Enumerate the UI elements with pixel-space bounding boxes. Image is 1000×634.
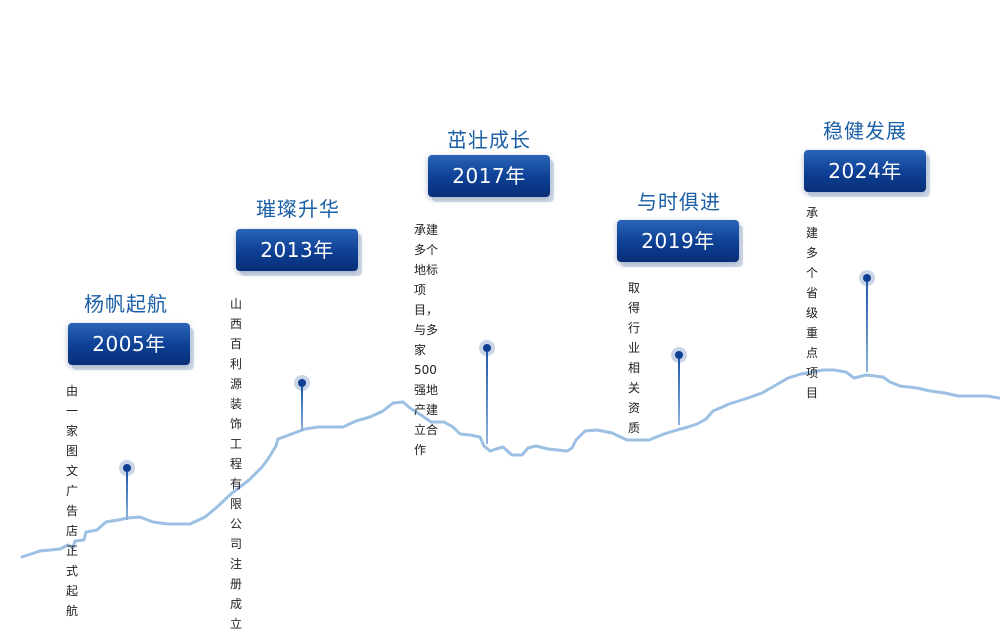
milestone-description: 山西百利源装饰工程有限 公司注册成立: [230, 297, 243, 631]
location-pin-icon: [671, 347, 687, 425]
mountain-line: [20, 368, 1000, 559]
milestone-phase: 茁壮成长: [447, 128, 531, 152]
milestone-description: 承建多个地标项目，与多家 500强地产建立合作: [414, 223, 439, 457]
location-pin-icon: [859, 270, 875, 372]
location-pin-icon: [119, 460, 135, 520]
location-pin-icon: [479, 340, 495, 444]
year-badge: 2005年: [68, 323, 190, 365]
milestone-phase: 与时俱进: [637, 190, 721, 214]
milestone-description: 取得行业相关资质: [628, 281, 641, 435]
milestone-description: 由一家图文广告店正式 起航: [66, 384, 79, 618]
milestone-description: 承建多个省级重点项目: [806, 206, 819, 400]
milestone-phase: 璀璨升华: [256, 197, 340, 221]
location-pin-icon: [294, 375, 310, 431]
year-badge: 2019年: [617, 220, 739, 262]
milestone-phase: 稳健发展: [823, 119, 907, 143]
timeline-stage: 杨帆起航 2005年 由一家图文广告店正式 起航 璀璨升华 2013年 山西百利…: [20, 119, 1000, 631]
year-badge: 2017年: [428, 155, 550, 197]
year-badge: 2024年: [804, 150, 926, 192]
year-badge: 2013年: [236, 229, 358, 271]
milestone-phase: 杨帆起航: [84, 292, 168, 316]
